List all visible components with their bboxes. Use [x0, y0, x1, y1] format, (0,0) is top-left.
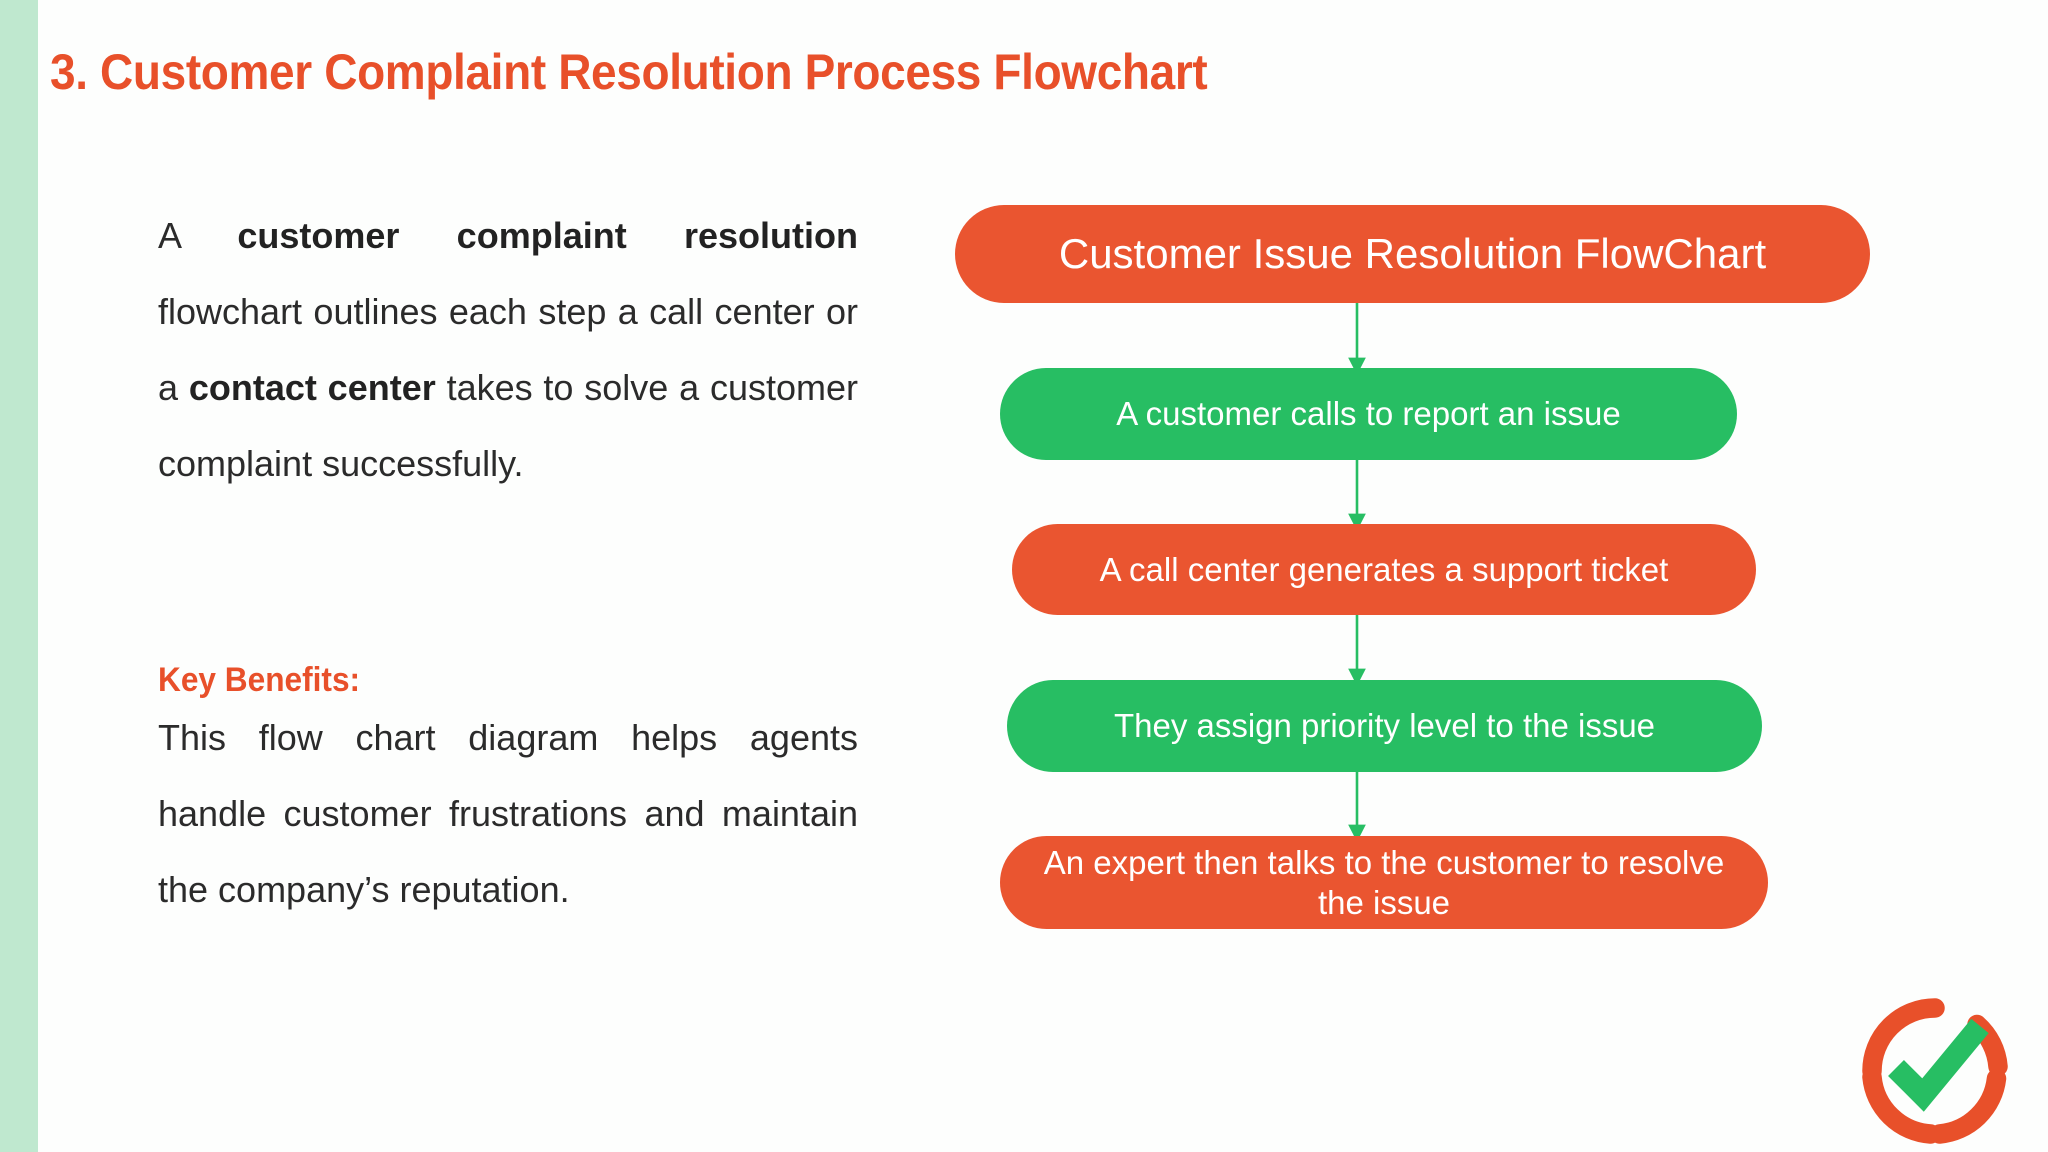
stripe-gap [38, 0, 48, 1152]
flow-node-step-1[interactable]: A customer calls to report an issue [1000, 368, 1737, 460]
flow-node-title[interactable]: Customer Issue Resolution FlowChart [955, 205, 1870, 303]
para1-seg2: flowchart outlines each step a call cent… [158, 291, 858, 408]
para1-bold2: contact center [188, 367, 436, 408]
page-title: 3. Customer Complaint Resolution Process… [50, 44, 1208, 100]
benefits-paragraph: This flow chart diagram helps agents han… [158, 717, 858, 910]
flow-node-step-3[interactable]: They assign priority level to the issue [1007, 680, 1762, 772]
para1-seg1: A [158, 215, 238, 256]
logo-check-mark [1888, 1018, 1989, 1112]
flow-node-step-4[interactable]: An expert then talks to the customer to … [1000, 836, 1768, 929]
key-benefits-heading: Key Benefits: [158, 661, 361, 699]
description-paragraph: A customer complaint resolution flowchar… [158, 198, 858, 502]
flow-node-step-2[interactable]: A call center generates a support ticket [1012, 524, 1756, 615]
para1-bold1: customer complaint resolution [237, 215, 858, 256]
left-accent-stripe [0, 0, 38, 1152]
logo-ring-arcs [1862, 998, 2008, 1144]
description-paragraph-block: A customer complaint resolution flowchar… [158, 198, 858, 502]
benefits-paragraph-block: This flow chart diagram helps agents han… [158, 700, 858, 928]
checkmark-circle-logo [1862, 998, 2008, 1144]
para1-seg3: takes to solve a customer complaint succ… [158, 367, 859, 484]
